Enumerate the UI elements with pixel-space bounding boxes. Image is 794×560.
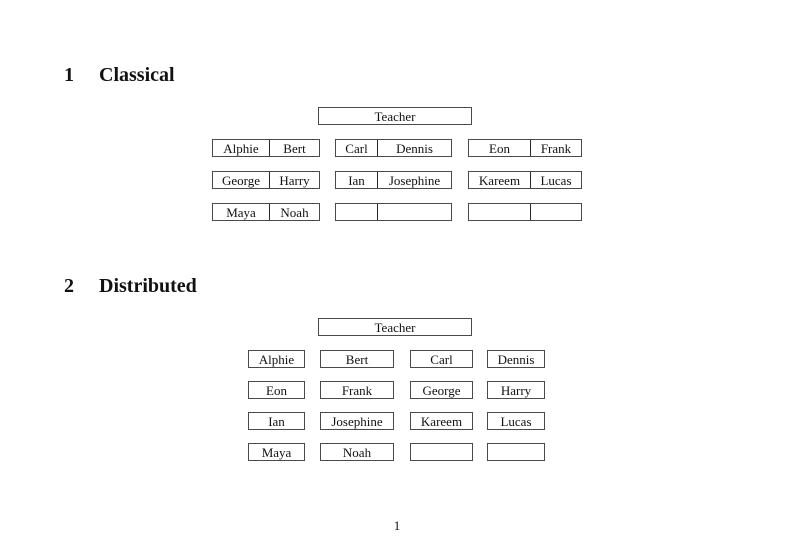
- teacher-label: Teacher: [374, 319, 416, 335]
- desk-seat-left: [336, 204, 378, 220]
- desk-seat-right: [378, 204, 451, 220]
- desk-seat-left: Alphie: [213, 140, 270, 156]
- desk-seat-left: George: [213, 172, 270, 188]
- seat-box-empty: [487, 443, 545, 461]
- desk-seat-left: Carl: [336, 140, 378, 156]
- seat-box: Maya: [248, 443, 305, 461]
- desk-seat-right: [531, 204, 581, 220]
- page-number: 1: [393, 518, 401, 533]
- desk: Alphie Bert: [212, 139, 320, 157]
- seat-box: Ian: [248, 412, 305, 430]
- desk-empty: [468, 203, 582, 221]
- desk-seat-right: Josephine: [388, 172, 441, 188]
- seat-box: George: [410, 381, 473, 399]
- section-number: 1: [64, 64, 74, 86]
- desk-seat-right: Noah: [280, 204, 309, 220]
- teacher-label: Teacher: [374, 108, 416, 124]
- desk-seat-left: Kareem: [469, 172, 531, 188]
- desk: Kareem Lucas: [468, 171, 582, 189]
- section-heading-distributed: 2 Distributed: [64, 276, 197, 296]
- seat-box: Noah: [320, 443, 394, 461]
- section-title: Classical: [99, 64, 175, 86]
- seat-box: Alphie: [248, 350, 305, 368]
- desk-seat-left: [469, 204, 531, 220]
- desk-seat-right: Frank: [540, 140, 572, 156]
- teacher-box-classical: Teacher: [318, 107, 472, 125]
- seat-box: Frank: [320, 381, 394, 399]
- section-number: 2: [64, 275, 74, 297]
- desk-seat-left: Ian: [336, 172, 378, 188]
- section-title: Distributed: [99, 275, 197, 297]
- seat-box: Eon: [248, 381, 305, 399]
- seat-box-empty: [410, 443, 473, 461]
- desk: Ian Josephine: [335, 171, 452, 189]
- seat-box: Josephine: [320, 412, 394, 430]
- seat-box: Carl: [410, 350, 473, 368]
- seat-box: Kareem: [410, 412, 473, 430]
- desk-empty: [335, 203, 452, 221]
- section-heading-classical: 1 Classical: [64, 65, 175, 85]
- desk: George Harry: [212, 171, 320, 189]
- seat-box: Bert: [320, 350, 394, 368]
- desk-seat-right: Harry: [279, 172, 310, 188]
- desk-seat-right: Bert: [283, 140, 306, 156]
- desk-seat-right: Lucas: [540, 172, 572, 188]
- teacher-box-distributed: Teacher: [318, 318, 472, 336]
- desk-seat-left: Maya: [213, 204, 270, 220]
- desk: Carl Dennis: [335, 139, 452, 157]
- seat-box: Harry: [487, 381, 545, 399]
- seat-box: Dennis: [487, 350, 545, 368]
- desk: Eon Frank: [468, 139, 582, 157]
- desk-seat-left: Eon: [469, 140, 531, 156]
- desk-seat-right: Dennis: [396, 140, 433, 156]
- desk: Maya Noah: [212, 203, 320, 221]
- seat-box: Lucas: [487, 412, 545, 430]
